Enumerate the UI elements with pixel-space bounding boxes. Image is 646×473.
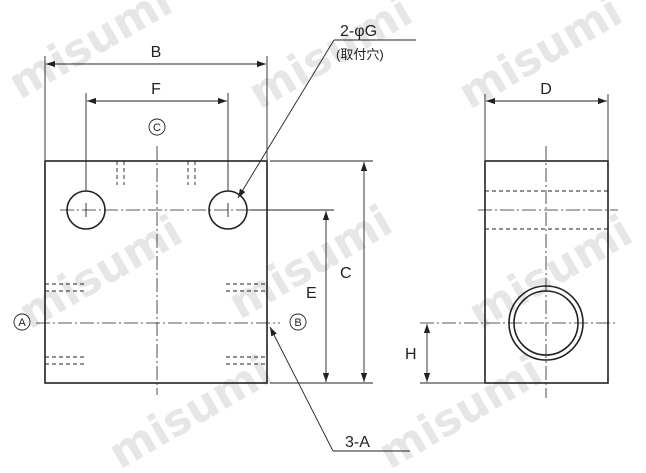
dimension-d-label: D (540, 81, 552, 98)
watermark-text: misumi (450, 0, 631, 120)
datum-c-label: C (153, 122, 161, 134)
datum-a-marker: A (13, 313, 31, 331)
mount-hole-note: (取付穴) (336, 47, 384, 62)
side-view: D H (405, 81, 618, 398)
front-view: C A B B F C E 2-φG (取付穴) (13, 23, 416, 452)
watermark-text: misumi (370, 346, 551, 473)
datum-b-label: B (294, 317, 301, 329)
watermark-text: misumi (220, 196, 401, 330)
callout-leader-tapped (269, 326, 334, 452)
dimension-f-label: F (151, 81, 161, 98)
datum-a-label: A (18, 317, 26, 329)
dimension-c-label: C (340, 265, 352, 282)
watermark-text: misumi (10, 206, 191, 340)
side-view-outline (484, 160, 609, 384)
tapped-hole-callout: 3-A (345, 434, 370, 451)
dimension-h-label: H (405, 346, 417, 363)
datum-b-marker: B (289, 313, 307, 331)
mount-hole-callout: 2-φG (340, 23, 377, 40)
callout-leader-mount-hole (237, 39, 335, 199)
tapped-hole-outer (508, 285, 584, 361)
dimension-b-label: B (151, 44, 162, 61)
datum-c-marker: C (148, 118, 166, 136)
watermark-text: misumi (460, 206, 641, 340)
watermark-text: misumi (100, 346, 281, 473)
tapped-hole-inner (513, 290, 579, 356)
front-view-outline (44, 160, 268, 384)
dimension-e-label: E (306, 285, 317, 302)
